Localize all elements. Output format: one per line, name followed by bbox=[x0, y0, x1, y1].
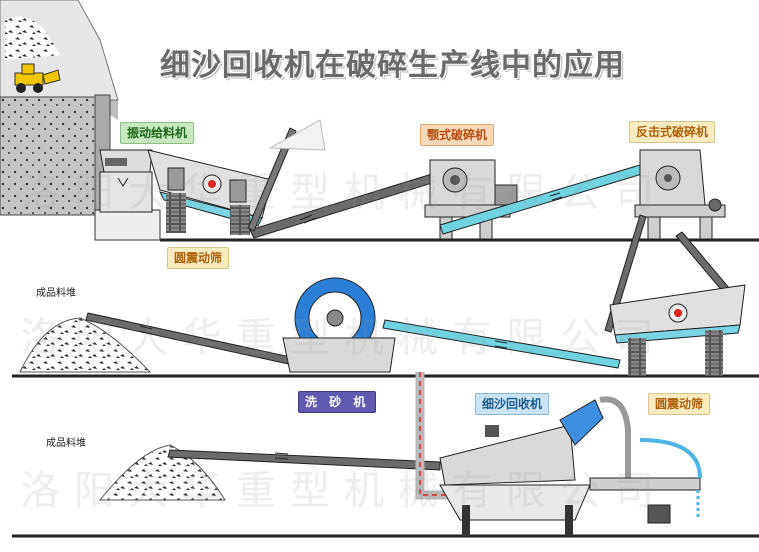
fine-sand-recycler bbox=[439, 396, 702, 536]
label-finished-pile-2: 成品料堆 bbox=[46, 438, 86, 449]
watermark-2: 洛阳大华重型机械有限公司 bbox=[20, 315, 668, 361]
label-circular-screen-top: 圆震动筛 bbox=[167, 247, 230, 269]
circular-screen-right bbox=[609, 284, 746, 376]
finished-pile-1 bbox=[19, 317, 152, 373]
vibrating-feeder bbox=[99, 149, 153, 213]
belt-impact-to-screen bbox=[604, 214, 736, 333]
stacker-belt-top bbox=[247, 119, 326, 232]
belt-screen-to-washer bbox=[382, 319, 621, 369]
label-impact-crusher: 反击式破碎机 bbox=[629, 121, 716, 143]
feeder-base bbox=[94, 209, 161, 241]
wheel-loader bbox=[14, 63, 61, 93]
label-jaw-crusher: 颚式破碎机 bbox=[420, 124, 495, 146]
label-sand-washer: 洗 砂 机 bbox=[298, 391, 377, 413]
label-vibrating-feeder: 振动给料机 bbox=[120, 122, 195, 144]
finished-pile-2 bbox=[98, 444, 226, 501]
watermark-3: 洛阳大华重型机械有限公司 bbox=[20, 468, 668, 514]
belt-recycler-to-pile2 bbox=[167, 449, 441, 471]
label-circular-screen-right: 圆震动筛 bbox=[648, 393, 711, 415]
label-fine-sand-recycler: 细沙回收机 bbox=[475, 393, 550, 415]
label-finished-pile-1: 成品料堆 bbox=[36, 288, 76, 299]
diagram-title: 细沙回收机在破碎生产线中的应用 bbox=[160, 48, 625, 83]
sand-washer bbox=[282, 277, 396, 373]
circular-screen-top bbox=[147, 149, 273, 235]
watermark-1: 洛阳大华重型机械有限公司 bbox=[20, 170, 668, 216]
impact-crusher bbox=[634, 149, 726, 240]
